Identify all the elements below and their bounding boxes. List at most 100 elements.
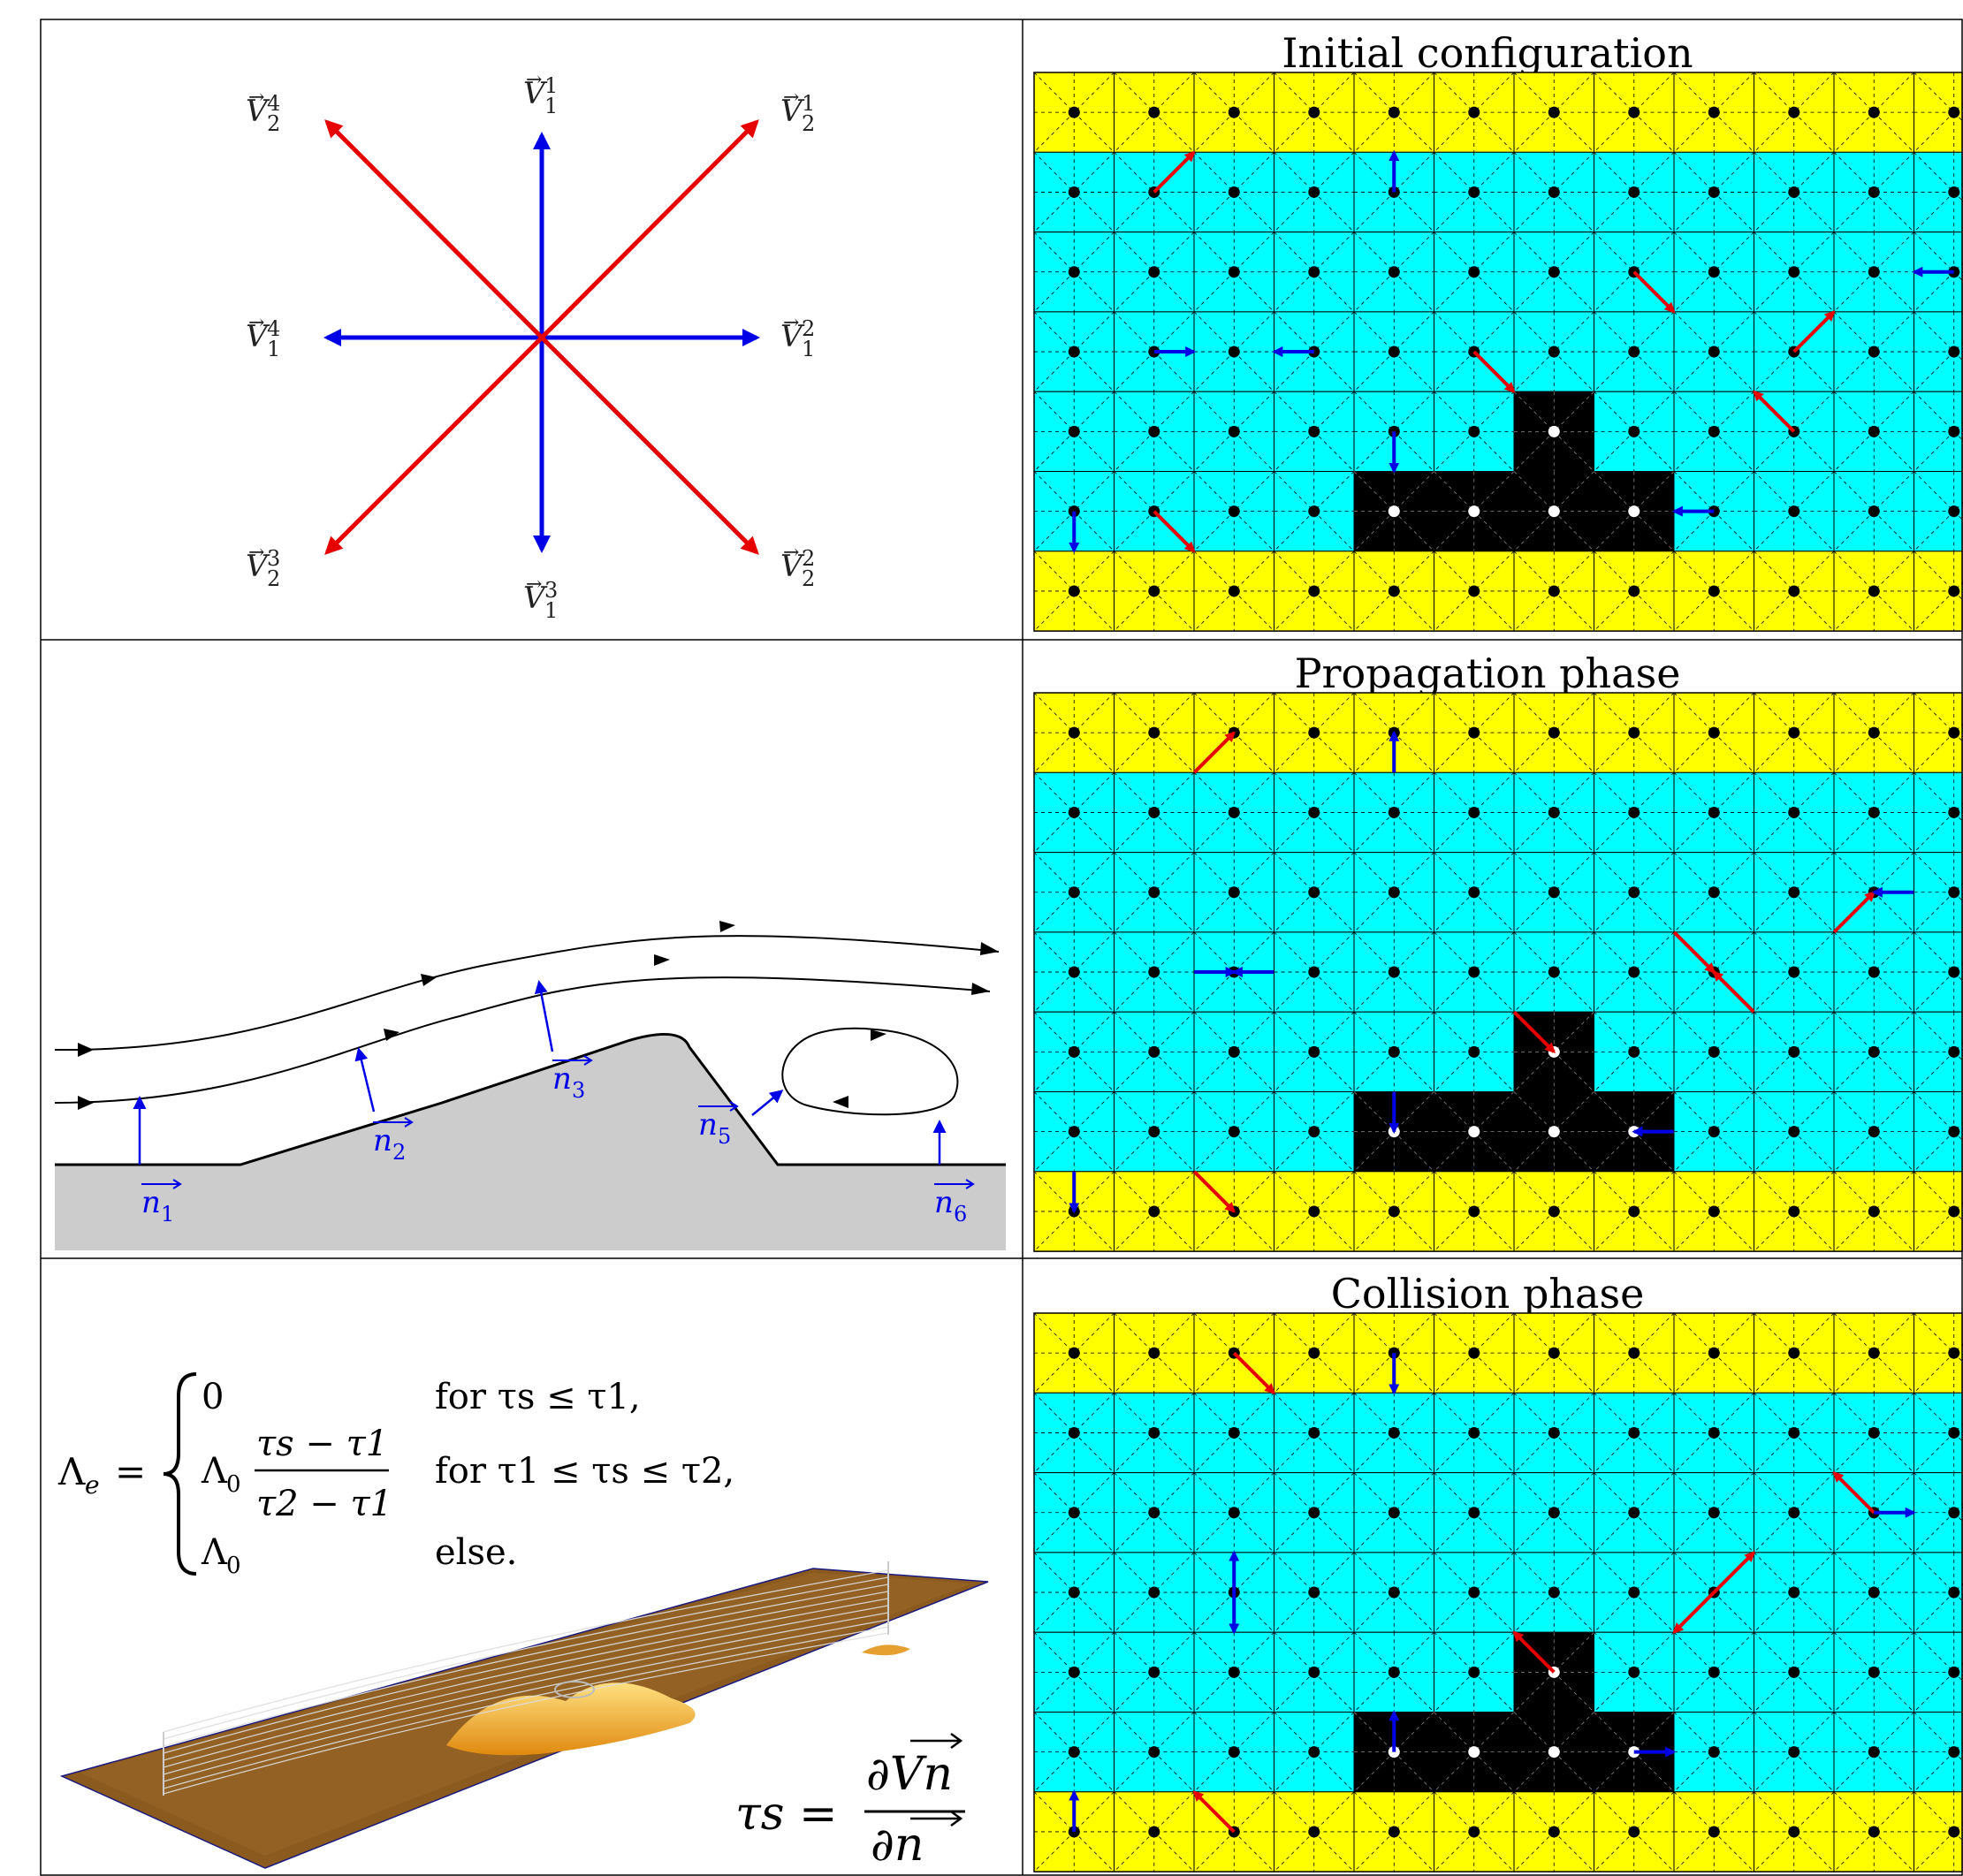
flow-profile-panel: n 1 n 2 n 3 n 5 <box>54 921 1006 1250</box>
svg-text:V: V <box>780 94 805 129</box>
cell-diagonal <box>1114 1171 1195 1252</box>
cell-diagonal <box>1193 1631 1274 1713</box>
cell-diagonal <box>1193 931 1274 1013</box>
cell-diagonal <box>1434 1393 1515 1473</box>
cell-diagonal <box>1673 1472 1754 1553</box>
lattice-node <box>1788 505 1800 518</box>
cell-diagonal <box>1193 551 1274 632</box>
cell-diagonal <box>1434 471 1515 552</box>
solid-node <box>1388 505 1400 518</box>
svg-text:→: → <box>526 69 542 91</box>
cell-diagonal <box>1353 1552 1434 1633</box>
lattice-node <box>1148 1426 1160 1439</box>
cell-diagonal <box>1833 1472 1914 1553</box>
cell-diagonal <box>1033 391 1115 472</box>
cell-diagonal <box>1353 772 1434 853</box>
lattice-node <box>1788 1586 1800 1599</box>
cell-diagonal <box>1513 1011 1594 1092</box>
lattice-node <box>1868 266 1880 278</box>
cell-diagonal <box>1513 391 1594 472</box>
cell-diagonal <box>1434 391 1515 472</box>
svg-text:1: 1 <box>802 91 815 116</box>
lattice-node <box>1548 585 1560 597</box>
cell-diagonal <box>1114 1472 1195 1553</box>
lattice-node <box>1228 1507 1240 1519</box>
cell-diagonal <box>1434 232 1515 313</box>
lattice-node <box>1068 1746 1080 1758</box>
lattice-node <box>1308 585 1320 597</box>
cell-diagonal <box>1033 1171 1115 1252</box>
cell-diagonal <box>1033 931 1115 1013</box>
lattice-node <box>1948 806 1960 818</box>
dune-3d-render <box>59 1561 989 1869</box>
cell-diagonal <box>1274 1312 1355 1394</box>
cell-diagonal <box>1513 1091 1594 1173</box>
lattice-node <box>1788 1426 1800 1439</box>
label-v2-2: V → 2 2 <box>780 542 815 591</box>
lattice-node <box>1308 425 1320 437</box>
lattice-node <box>1628 1426 1640 1439</box>
lattice-node <box>1948 1126 1960 1138</box>
cell-diagonal <box>1594 311 1675 392</box>
velocity-labels: V → 1 1 V → 2 1 V → 3 1 V → 4 1 <box>246 69 815 623</box>
cell-diagonal <box>1353 1011 1434 1092</box>
vortex-swirl <box>554 1681 595 1698</box>
cell-diagonal <box>1033 72 1115 153</box>
lattice-node <box>1468 1826 1480 1838</box>
diagonal-population-arrow <box>1472 350 1516 393</box>
cell-diagonal <box>1193 152 1274 232</box>
cell-diagonal <box>1353 1712 1434 1793</box>
svg-text:→: → <box>783 542 799 564</box>
cell-diagonal <box>1673 1091 1754 1173</box>
cell-diagonal <box>1114 1631 1195 1713</box>
lattice-node <box>1468 425 1480 437</box>
lattice-node <box>1148 1205 1160 1218</box>
stream-arrow <box>719 921 735 932</box>
cell-diagonal <box>1833 1712 1914 1793</box>
cell-diagonal <box>1513 772 1594 853</box>
cell-diagonal <box>1754 1011 1835 1092</box>
streamline-sheet <box>163 1569 889 1795</box>
stream-arrow <box>421 974 437 986</box>
label-n1: n 1 <box>141 1179 182 1227</box>
svg-text:1: 1 <box>161 1202 174 1227</box>
cell-diagonal <box>1114 692 1195 773</box>
lattice-node <box>1708 425 1720 437</box>
lattice-node <box>1468 1507 1480 1519</box>
cell-diagonal <box>1673 852 1754 933</box>
diagonal-population-arrow <box>1672 1551 1755 1634</box>
cell-diagonal <box>1754 1712 1835 1793</box>
lattice-node <box>1948 425 1960 437</box>
cell-diagonal <box>1274 1472 1355 1553</box>
svg-text:3: 3 <box>572 1078 585 1103</box>
svg-text:→: → <box>783 87 799 109</box>
cell-diagonal <box>1914 422 1963 472</box>
cell-diagonal <box>1513 152 1594 232</box>
cell-diagonal <box>1353 1171 1434 1252</box>
case2-condition: else. <box>435 1532 517 1573</box>
cell-diagonal <box>1594 692 1675 773</box>
lattice-node <box>1228 1746 1240 1758</box>
cell-diagonal <box>1673 1791 1754 1872</box>
label-v1-4: V → 4 1 <box>246 312 280 361</box>
cell-diagonal <box>1673 1171 1754 1252</box>
cell-diagonal <box>1434 1791 1515 1872</box>
label-v1-1: V → 1 1 <box>523 69 558 118</box>
cell-diagonal <box>1434 1712 1515 1793</box>
lattice-node <box>1228 806 1240 818</box>
normal-vectors <box>133 980 947 1165</box>
cell-diagonal <box>1353 1171 1434 1252</box>
cell-diagonal <box>1833 931 1914 1013</box>
cell-diagonal <box>1594 1171 1675 1252</box>
cell-diagonal <box>1353 692 1434 773</box>
cell-diagonal <box>1274 692 1355 773</box>
label-v2-1: V → 1 2 <box>780 87 815 136</box>
cell-diagonal <box>1193 1631 1274 1713</box>
lattice-title: Initial configuration <box>1282 29 1693 77</box>
cell-diagonal <box>1033 1791 1115 1872</box>
lattice-panel-2: Propagation phase <box>1033 649 1963 1252</box>
cell-diagonal <box>1353 311 1434 392</box>
lattice-title: Propagation phase <box>1295 649 1681 697</box>
lattice-node <box>1068 886 1080 899</box>
cell-diagonal <box>1513 471 1594 552</box>
